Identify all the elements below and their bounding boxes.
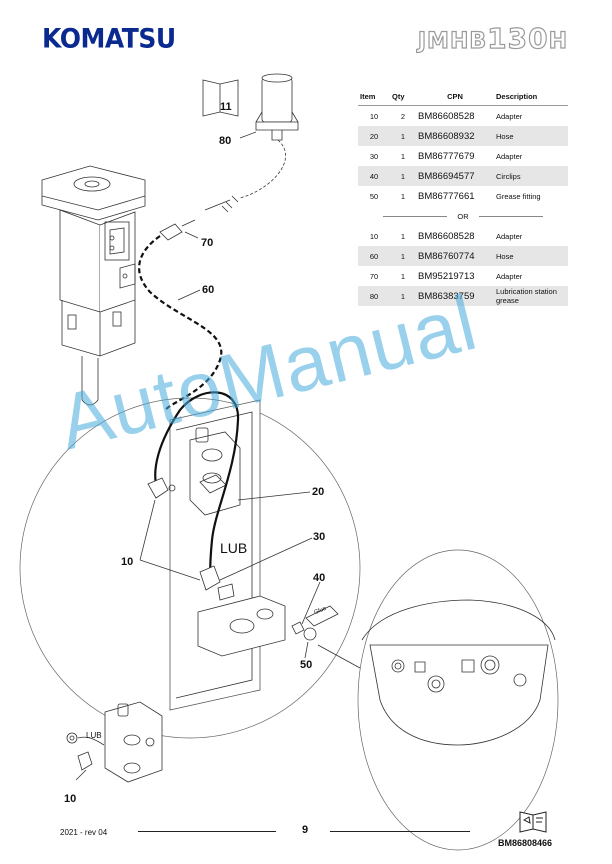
row-cpn: BM86608528 bbox=[418, 110, 475, 122]
row-item: 40 bbox=[358, 166, 390, 186]
col-description: Description bbox=[494, 90, 568, 106]
row-qty: 1 bbox=[390, 166, 416, 186]
model-suffix: H bbox=[548, 28, 568, 54]
row-description: Adapter bbox=[496, 271, 523, 281]
row-qty: 1 bbox=[400, 191, 406, 201]
callout-70: 70 bbox=[201, 237, 214, 249]
footer-rule-left bbox=[138, 831, 276, 832]
row-description: Hose bbox=[494, 126, 568, 146]
lub-label-small: LUB bbox=[86, 731, 102, 740]
manual-book-icon bbox=[519, 811, 547, 833]
row-cpn: BM86608932 bbox=[416, 126, 494, 146]
table-row: 30 1 BM86777679 Adapter bbox=[358, 146, 568, 166]
table-row: 50 1 BM86777661 Grease fitting bbox=[358, 186, 568, 206]
row-qty: 1 bbox=[400, 151, 406, 161]
row-cpn: BM86777679 bbox=[418, 150, 475, 162]
footer-rule-right bbox=[330, 831, 470, 832]
model-name: JMHB130H bbox=[417, 21, 568, 55]
row-item: 20 bbox=[358, 126, 390, 146]
row-item: 10 bbox=[369, 111, 379, 121]
row-cpn: BM95219713 bbox=[418, 270, 475, 282]
table-row: 10 2 BM86608528 Adapter bbox=[358, 106, 568, 127]
row-item: 10 bbox=[369, 231, 379, 241]
document-code: BM86808466 bbox=[498, 838, 553, 848]
row-item: 80 bbox=[358, 286, 390, 306]
col-item: Item bbox=[358, 90, 390, 106]
lub-label-main: LUB bbox=[220, 540, 248, 556]
row-description: Adapter bbox=[496, 231, 523, 241]
komatsu-logo: KOMATSU bbox=[42, 23, 176, 54]
callout-80: 80 bbox=[219, 135, 232, 147]
row-item: 30 bbox=[369, 151, 379, 161]
row-item: 50 bbox=[369, 191, 379, 201]
callout-10-small: 10 bbox=[64, 793, 77, 805]
table-header-row: Item Qty CPN Description bbox=[358, 90, 568, 106]
or-label: OR bbox=[360, 206, 566, 226]
row-cpn: BM86608528 bbox=[418, 230, 475, 242]
table-row: 70 1 BM95219713 Adapter bbox=[358, 266, 568, 286]
footer-date-rev: 2021 - rev 04 bbox=[60, 828, 108, 837]
row-item: 60 bbox=[358, 246, 390, 266]
row-cpn: BM86694577 bbox=[416, 166, 494, 186]
page-number: 9 bbox=[302, 824, 309, 836]
row-description: Hose bbox=[494, 246, 568, 266]
callout-10-main: 10 bbox=[121, 556, 134, 568]
row-description: Circlips bbox=[494, 166, 568, 186]
model-prefix: JMHB bbox=[417, 28, 488, 54]
callout-50: 50 bbox=[300, 659, 313, 671]
row-qty: 1 bbox=[400, 231, 406, 241]
row-cpn: BM86760774 bbox=[416, 246, 494, 266]
callout-60: 60 bbox=[202, 284, 215, 296]
col-cpn: CPN bbox=[416, 90, 494, 106]
row-cpn: BM86777661 bbox=[418, 190, 475, 202]
row-qty: 1 bbox=[390, 126, 416, 146]
row-qty: 1 bbox=[390, 286, 416, 306]
col-qty: Qty bbox=[390, 90, 416, 106]
row-qty: 2 bbox=[400, 111, 406, 121]
row-item: 70 bbox=[369, 271, 379, 281]
callout-30: 30 bbox=[313, 531, 326, 543]
row-description: Grease fitting bbox=[496, 191, 541, 201]
callout-11: 11 bbox=[220, 101, 232, 113]
callout-20: 20 bbox=[312, 486, 325, 498]
or-separator: OR bbox=[358, 206, 568, 226]
row-qty: 1 bbox=[400, 271, 406, 281]
row-description: Adapter bbox=[496, 151, 523, 161]
row-description: Adapter bbox=[496, 111, 523, 121]
row-cpn: BM86383759 bbox=[416, 286, 494, 306]
callout-40: 40 bbox=[313, 572, 326, 584]
row-description: Lubrication station grease bbox=[494, 286, 568, 306]
model-number: 130 bbox=[487, 21, 549, 55]
row-qty: 1 bbox=[390, 246, 416, 266]
table-row: 10 1 BM86608528 Adapter bbox=[358, 226, 568, 246]
